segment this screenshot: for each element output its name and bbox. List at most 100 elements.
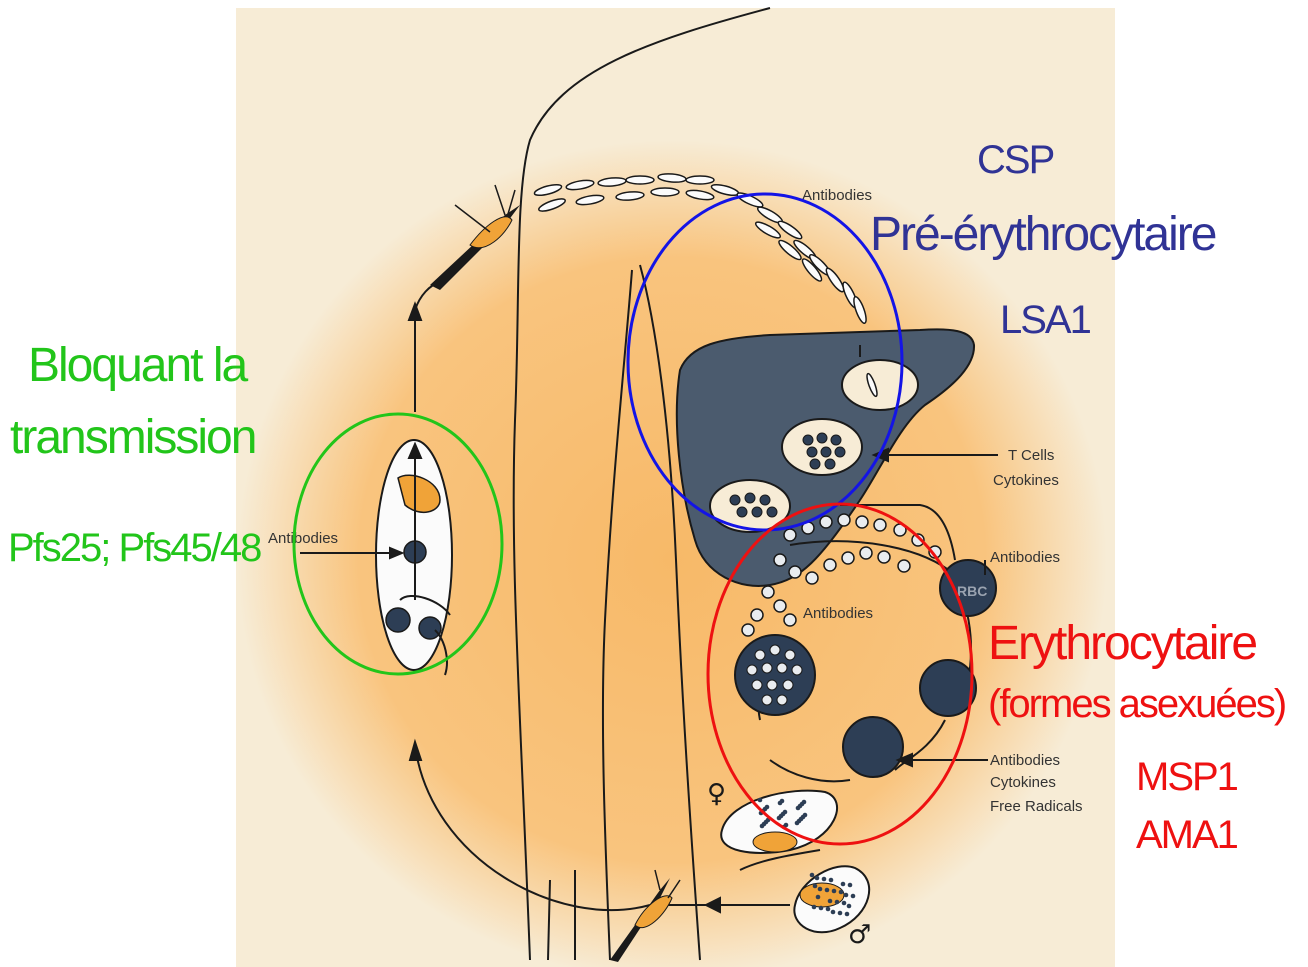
label-free-radicals: Free Radicals (990, 798, 1083, 815)
merozoite (810, 459, 820, 469)
chromatin-dot (765, 805, 770, 810)
merozoite (821, 447, 831, 457)
chromatin-dot (758, 798, 763, 803)
chromatin-dot (841, 882, 846, 887)
merozoite (730, 495, 740, 505)
chromatin-dot (844, 893, 849, 898)
pre-erythrocytic-antigen-lsa1: LSA1 (1000, 300, 1090, 340)
transmission-antigens: Pfs25; Pfs45/48 (8, 528, 260, 568)
oocyst-right (419, 617, 441, 639)
merozoite (774, 554, 786, 566)
merozoite (742, 624, 754, 636)
merozoite (777, 663, 787, 673)
merozoite (792, 665, 802, 675)
chromatin-dot (822, 877, 827, 882)
sporozoite (651, 188, 679, 196)
sporozoite (626, 176, 654, 184)
chromatin-dot (816, 895, 821, 900)
chromatin-dot (839, 890, 844, 895)
label-antibodies-inner: Antibodies (803, 605, 873, 622)
chromatin-dot (803, 813, 808, 818)
merozoite (831, 435, 841, 445)
hepatocyte-schizont (782, 419, 862, 475)
chromatin-dot (831, 910, 836, 915)
chromatin-dot (815, 876, 820, 881)
merozoite (838, 514, 850, 526)
chromatin-dot (780, 799, 785, 804)
male-symbol-icon: ♂ (848, 920, 871, 950)
chromatin-dot (812, 905, 817, 910)
merozoite (760, 495, 770, 505)
merozoite (789, 566, 801, 578)
merozoite (803, 435, 813, 445)
label-cytokines-bottom: Cytokines (990, 774, 1056, 791)
oocyst-left (386, 608, 410, 632)
chromatin-dot (828, 899, 833, 904)
merozoite (898, 560, 910, 572)
chromatin-dot (826, 907, 831, 912)
merozoite (806, 572, 818, 584)
erythrocytic-title: Erythrocytaire (988, 620, 1256, 668)
label-t-cells: T Cells (1008, 447, 1054, 464)
merozoite (783, 680, 793, 690)
rbc-trophozoite (843, 717, 903, 777)
chromatin-dot (818, 887, 823, 892)
merozoite (777, 695, 787, 705)
chromatin-dot (819, 906, 824, 911)
chromatin-dot (838, 911, 843, 916)
chromatin-dot (832, 889, 837, 894)
merozoite (860, 547, 872, 559)
label-antibodies-bottom: Antibodies (990, 752, 1060, 769)
merozoite (878, 551, 890, 563)
merozoite (784, 529, 796, 541)
merozoite (767, 507, 777, 517)
sporozoite (686, 176, 714, 184)
pre-erythrocytic-antigen-csp: CSP (977, 140, 1053, 180)
erythrocytic-antigen-msp1: MSP1 (1136, 757, 1237, 797)
merozoite (752, 507, 762, 517)
chromatin-dot (783, 810, 788, 815)
merozoite (737, 507, 747, 517)
rbc-ring-stage (920, 660, 976, 716)
merozoite (770, 645, 780, 655)
erythrocytic-subtitle: (formes asexuées) (988, 684, 1285, 724)
erythrocytic-antigen-ama1: AMA1 (1136, 815, 1237, 855)
merozoite (807, 447, 817, 457)
chromatin-dot (847, 904, 852, 909)
merozoite (762, 586, 774, 598)
chromatin-dot (829, 878, 834, 883)
chromatin-dot (813, 884, 818, 889)
chromatin-dot (810, 873, 815, 878)
merozoite (762, 663, 772, 673)
gametocyte-orange-blob (753, 832, 797, 852)
merozoite (745, 493, 755, 503)
merozoite (856, 516, 868, 528)
merozoite (755, 650, 765, 660)
merozoite (825, 459, 835, 469)
merozoite (785, 650, 795, 660)
merozoite (767, 680, 777, 690)
label-rbc: RBC (957, 583, 987, 599)
pre-erythrocytic-title: Pré-érythrocytaire (870, 211, 1215, 259)
chromatin-dot (835, 900, 840, 905)
transmission-title-line1: Bloquant la (28, 342, 246, 390)
merozoite (824, 559, 836, 571)
label-antibodies-rbc: Antibodies (990, 549, 1060, 566)
chromatin-dot (842, 901, 847, 906)
merozoite (784, 614, 796, 626)
label-cytokines-liver: Cytokines (993, 472, 1059, 489)
merozoite (820, 516, 832, 528)
merozoite (774, 600, 786, 612)
label-antibodies-sporozoite: Antibodies (802, 187, 872, 204)
merozoite (752, 680, 762, 690)
chromatin-dot (845, 912, 850, 917)
female-symbol-icon: ♀ (707, 779, 726, 809)
label-antibodies-mosquito: Antibodies (268, 530, 338, 547)
merozoite (874, 519, 886, 531)
merozoite (835, 447, 845, 457)
hepatocyte-sporozoite (842, 360, 918, 410)
chromatin-dot (851, 894, 856, 899)
chromatin-dot (802, 800, 807, 805)
merozoite (842, 552, 854, 564)
